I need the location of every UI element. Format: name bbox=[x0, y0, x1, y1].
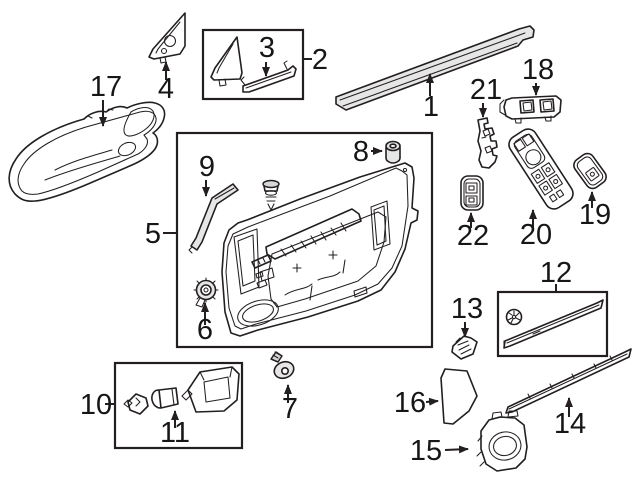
callout-21[interactable]: 21 bbox=[470, 74, 502, 106]
part-19-switch[interactable] bbox=[571, 151, 609, 191]
part-4-corner-trim[interactable] bbox=[148, 12, 186, 64]
part-7-screw[interactable] bbox=[270, 351, 296, 381]
callout-22[interactable]: 22 bbox=[457, 220, 489, 252]
callout-19[interactable]: 19 bbox=[579, 199, 611, 231]
part-11-bulb[interactable] bbox=[150, 387, 179, 409]
lamp-housing[interactable] bbox=[181, 366, 240, 413]
part-14-molding-strip[interactable] bbox=[505, 348, 632, 414]
callout-9[interactable]: 9 bbox=[199, 151, 215, 183]
part-21-switch-bracket[interactable] bbox=[477, 117, 498, 169]
callout-7[interactable]: 7 bbox=[282, 393, 298, 425]
part-8-grommet[interactable] bbox=[385, 140, 401, 164]
callout-11[interactable]: 11 bbox=[160, 417, 190, 449]
push-pin-clip[interactable] bbox=[262, 179, 280, 211]
callout-17[interactable]: 17 bbox=[90, 71, 122, 103]
callout-2[interactable]: 2 bbox=[312, 44, 328, 76]
part-2-corner-trim[interactable] bbox=[210, 36, 243, 87]
part-16-pad[interactable] bbox=[440, 368, 478, 425]
part-22-switch[interactable] bbox=[460, 175, 484, 211]
part-13-clip[interactable] bbox=[451, 335, 478, 360]
callout-1[interactable]: 1 bbox=[423, 91, 439, 123]
part-1-belt-molding[interactable] bbox=[335, 25, 535, 111]
part-9-lock-rod[interactable] bbox=[188, 183, 239, 254]
callout-10[interactable]: 10 bbox=[80, 389, 112, 421]
callout-arrows bbox=[99, 58, 596, 454]
callout-18[interactable]: 18 bbox=[522, 54, 554, 86]
callout-6[interactable]: 6 bbox=[197, 314, 213, 346]
part-15-speaker[interactable] bbox=[476, 410, 528, 472]
part-6-grommet[interactable] bbox=[193, 277, 219, 308]
part-10-bulb-socket[interactable] bbox=[123, 393, 149, 415]
part-18-switch-block[interactable] bbox=[499, 95, 562, 124]
part-3-mount-strip[interactable] bbox=[240, 60, 297, 93]
callout-15[interactable]: 15 bbox=[410, 435, 442, 467]
callout-3[interactable]: 3 bbox=[259, 32, 275, 64]
callout-16[interactable]: 16 bbox=[394, 387, 426, 419]
callout-12[interactable]: 12 bbox=[540, 257, 572, 289]
callout-13[interactable]: 13 bbox=[451, 293, 483, 325]
part-12-molding[interactable] bbox=[503, 299, 604, 349]
callout-5[interactable]: 5 bbox=[145, 218, 161, 250]
callout-4[interactable]: 4 bbox=[158, 73, 174, 105]
callout-8[interactable]: 8 bbox=[353, 136, 369, 168]
part-5-door-trim-panel[interactable] bbox=[221, 162, 419, 337]
callout-20[interactable]: 20 bbox=[520, 219, 552, 251]
part-17-water-shield[interactable] bbox=[8, 101, 166, 202]
callout-14[interactable]: 14 bbox=[554, 408, 586, 440]
part-20-window-switch-panel[interactable] bbox=[506, 126, 577, 213]
